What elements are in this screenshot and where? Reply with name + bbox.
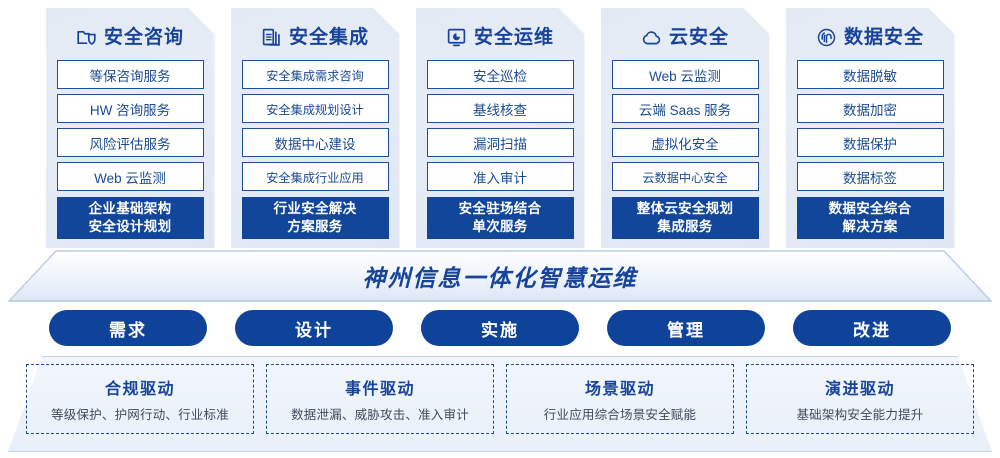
panel-summary-line: 行业安全解决 [273,200,357,216]
driver-subtitle: 等级保护、护网行动、行业标准 [51,408,229,422]
panel-summary-line: 集成服务 [657,219,713,234]
panel-summary[interactable]: 整体云安全规划 集成服务 [612,197,759,239]
panel-summary-line: 整体云安全规划 [636,200,734,216]
driver-card[interactable]: 事件驱动 数据泄漏、威胁攻击、准入审计 [266,364,494,434]
driver-cards: 合规驱动 等级保护、护网行动、行业标准 事件驱动 数据泄漏、威胁攻击、准入审计 … [0,356,1000,452]
panel-item[interactable]: 等保咨询服务 [57,60,204,89]
driver-card[interactable]: 合规驱动 等级保护、护网行动、行业标准 [26,364,254,434]
panel-header: 安全集成 [242,18,389,56]
panel-title: 数据安全 [843,26,924,48]
panel-summary-line: 方案服务 [287,219,343,234]
panel-item[interactable]: 安全集成行业应用 [242,162,389,191]
panel-items: 等保咨询服务 HW 咨询服务 风险评估服务 Web 云监测 [57,60,204,191]
driver-subtitle: 基础架构安全能力提升 [796,408,924,422]
panel-item[interactable]: 基线核查 [427,94,574,123]
panel-item[interactable]: 数据标签 [797,162,944,191]
panel-summary-line: 安全驻场结合 [458,200,542,216]
panel-summary[interactable]: 安全驻场结合 单次服务 [427,197,574,239]
panel-title: 安全咨询 [103,26,184,48]
panel-title: 安全运维 [473,26,554,48]
driver-title: 演进驱动 [824,381,895,398]
capability-panel[interactable]: 安全集成 安全集成需求咨询 安全集成规划设计 数据中心建设 安全集成行业应用 行… [231,8,400,248]
driver-base [8,356,992,452]
panel-item[interactable]: HW 咨询服务 [57,94,204,123]
panel-summary[interactable]: 数据安全综合 解决方案 [797,197,944,239]
driver-card[interactable]: 场景驱动 行业应用综合场景安全赋能 [506,364,734,434]
panel-header: 数据安全 [797,18,944,56]
process-pill[interactable]: 设计 [235,310,393,346]
panel-title: 安全集成 [288,26,369,48]
panel-item[interactable]: 风险评估服务 [57,128,204,157]
panel-header: 安全运维 [427,18,574,56]
panel-item[interactable]: 准入审计 [427,162,574,191]
panel-items: 安全集成需求咨询 安全集成规划设计 数据中心建设 安全集成行业应用 [242,60,389,191]
panel-item[interactable]: Web 云监测 [612,60,759,89]
panel-item[interactable]: 漏洞扫描 [427,128,574,157]
panel-summary-line: 企业基础架构 [88,200,172,216]
capability-panel[interactable]: 安全咨询 等保咨询服务 HW 咨询服务 风险评估服务 Web 云监测 企业基础架… [46,8,215,248]
folder-shield-icon [76,27,97,48]
panel-summary-line: 单次服务 [472,219,528,234]
driver-subtitle: 行业应用综合场景安全赋能 [543,408,697,422]
platform-band: 神州信息一体化智慧运维 [8,250,992,302]
cloud-icon [641,27,662,48]
capability-panel[interactable]: 安全运维 安全巡检 基线核查 漏洞扫描 准入审计 安全驻场结合 单次服务 [416,8,585,248]
fingerprint-icon [816,27,837,48]
capability-panel[interactable]: 云安全 Web 云监测 云端 Saas 服务 虚拟化安全 云数据中心安全 整体云… [601,8,770,248]
panel-items: 数据脱敏 数据加密 数据保护 数据标签 [797,60,944,191]
panel-item[interactable]: 数据中心建设 [242,128,389,157]
process-pill[interactable]: 需求 [49,310,207,346]
monitor-chart-icon [446,27,467,48]
panel-summary-line: 安全设计规划 [88,219,172,234]
driver-title: 合规驱动 [104,381,175,398]
process-pills: 需求 设计 实施 管理 改进 [0,310,1000,346]
panel-items: 安全巡检 基线核查 漏洞扫描 准入审计 [427,60,574,191]
process-pill[interactable]: 管理 [607,310,765,346]
panel-item[interactable]: 安全巡检 [427,60,574,89]
panel-item[interactable]: 安全集成需求咨询 [242,60,389,89]
panel-item[interactable]: 安全集成规划设计 [242,94,389,123]
panel-item[interactable]: Web 云监测 [57,162,204,191]
stacked-documents-icon [261,27,282,48]
panel-summary[interactable]: 行业安全解决 方案服务 [242,197,389,239]
panel-title: 云安全 [668,26,729,48]
panel-item[interactable]: 数据加密 [797,94,944,123]
panel-summary[interactable]: 企业基础架构 安全设计规划 [57,197,204,239]
panel-item[interactable]: 数据保护 [797,128,944,157]
panel-header: 安全咨询 [57,18,204,56]
platform-band-title: 神州信息一体化智慧运维 [362,265,638,291]
process-pill[interactable]: 实施 [421,310,579,346]
driver-title: 事件驱动 [344,381,415,398]
panel-item[interactable]: 虚拟化安全 [612,128,759,157]
process-pill[interactable]: 改进 [793,310,951,346]
driver-card[interactable]: 演进驱动 基础架构安全能力提升 [746,364,974,434]
panel-header: 云安全 [612,18,759,56]
panel-summary-line: 解决方案 [842,219,898,234]
panel-item[interactable]: 数据脱敏 [797,60,944,89]
driver-title: 场景驱动 [584,381,655,398]
panel-summary-line: 数据安全综合 [828,200,912,216]
capability-panels: 安全咨询 等保咨询服务 HW 咨询服务 风险评估服务 Web 云监测 企业基础架… [0,8,1000,248]
panel-item[interactable]: 云数据中心安全 [612,162,759,191]
capability-panel[interactable]: 数据安全 数据脱敏 数据加密 数据保护 数据标签 数据安全综合 解决方案 [786,8,955,248]
driver-subtitle: 数据泄漏、威胁攻击、准入审计 [291,408,469,422]
panel-item[interactable]: 云端 Saas 服务 [612,94,759,123]
panel-items: Web 云监测 云端 Saas 服务 虚拟化安全 云数据中心安全 [612,60,759,191]
